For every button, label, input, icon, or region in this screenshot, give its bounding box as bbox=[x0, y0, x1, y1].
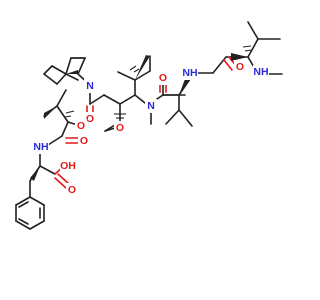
bond bbox=[65, 57, 72, 75]
bond bbox=[51, 65, 67, 75]
chemical-structure-canvas: NH O NH O N O O N O O NH OH O bbox=[15, 21, 283, 230]
wedge-bond bbox=[179, 79, 189, 95]
label-background bbox=[84, 79, 96, 93]
bond bbox=[29, 220, 45, 230]
wedge-bond bbox=[30, 166, 40, 181]
label-background bbox=[234, 60, 246, 74]
bond bbox=[89, 94, 105, 105]
label-background bbox=[253, 65, 269, 79]
bond bbox=[29, 196, 45, 206]
label-background bbox=[114, 121, 126, 135]
bond bbox=[178, 109, 193, 127]
label-background bbox=[145, 99, 157, 113]
acid-oh-label: OH bbox=[60, 160, 76, 172]
amide-oxygen-valine-label: O bbox=[159, 72, 167, 84]
bond bbox=[43, 73, 58, 85]
bond bbox=[65, 73, 79, 81]
chemical-structure: NH O NH O N O O N O O NH OH O bbox=[15, 21, 283, 230]
wedge-bond bbox=[135, 55, 150, 80]
methoxy-oxygen-right-label: O bbox=[116, 122, 124, 134]
bond bbox=[247, 21, 259, 40]
bond bbox=[134, 70, 151, 81]
hash-bond bbox=[242, 45, 252, 48]
bond bbox=[54, 177, 67, 189]
methoxy-oxygen-upper-label: O bbox=[77, 120, 85, 132]
bond bbox=[61, 121, 69, 137]
bond bbox=[15, 220, 31, 230]
label-background bbox=[66, 183, 78, 197]
label-background bbox=[33, 140, 49, 154]
bond bbox=[117, 71, 136, 81]
wedge-layer bbox=[30, 53, 248, 181]
bond-layer bbox=[15, 21, 283, 230]
bond bbox=[56, 89, 67, 107]
bond bbox=[178, 78, 191, 96]
label-background bbox=[75, 119, 87, 133]
hash-bond bbox=[133, 68, 140, 73]
bond bbox=[57, 173, 70, 185]
valine-amide-nh-label: NH bbox=[182, 67, 197, 79]
phe-amide-nh-label: NH bbox=[33, 141, 48, 153]
acid-oxygen-label: O bbox=[68, 184, 76, 196]
hash-bond bbox=[65, 110, 75, 114]
bond bbox=[77, 57, 86, 75]
label-background bbox=[182, 66, 198, 80]
amide-oxygen-terminal-label: O bbox=[236, 61, 244, 73]
hash-bond bbox=[129, 65, 137, 71]
hash-bond bbox=[64, 115, 72, 118]
bond bbox=[104, 127, 116, 132]
bond bbox=[223, 59, 233, 71]
chain-ketone-oxygen-label: O bbox=[86, 113, 94, 125]
bond bbox=[18, 201, 29, 208]
pyrrolidine-nitrogen-label: N bbox=[86, 80, 94, 92]
wedge-bond bbox=[66, 70, 78, 74]
wedge-bond bbox=[231, 53, 248, 61]
bond bbox=[103, 94, 121, 105]
tertiary-amine-label: N bbox=[147, 100, 155, 112]
wedge-bond bbox=[44, 106, 57, 119]
atom-label-layer: NH O NH O N O O N O O NH OH O bbox=[33, 60, 269, 197]
bond bbox=[165, 109, 180, 125]
bond bbox=[134, 94, 146, 104]
bond bbox=[39, 165, 56, 175]
bond bbox=[56, 105, 69, 123]
amide-oxygen-lower-label: O bbox=[80, 135, 88, 147]
bond bbox=[43, 65, 53, 75]
bond bbox=[18, 218, 29, 225]
label-background bbox=[78, 134, 90, 148]
label-background bbox=[157, 71, 169, 85]
bond bbox=[47, 135, 63, 146]
hash-bond bbox=[244, 49, 252, 52]
n-methyl-amine-label: NH bbox=[253, 66, 268, 78]
bond bbox=[119, 94, 136, 105]
bond bbox=[56, 73, 67, 85]
bond bbox=[15, 196, 31, 206]
label-background bbox=[60, 159, 76, 173]
hash-layer bbox=[64, 45, 252, 119]
bond bbox=[247, 38, 259, 58]
